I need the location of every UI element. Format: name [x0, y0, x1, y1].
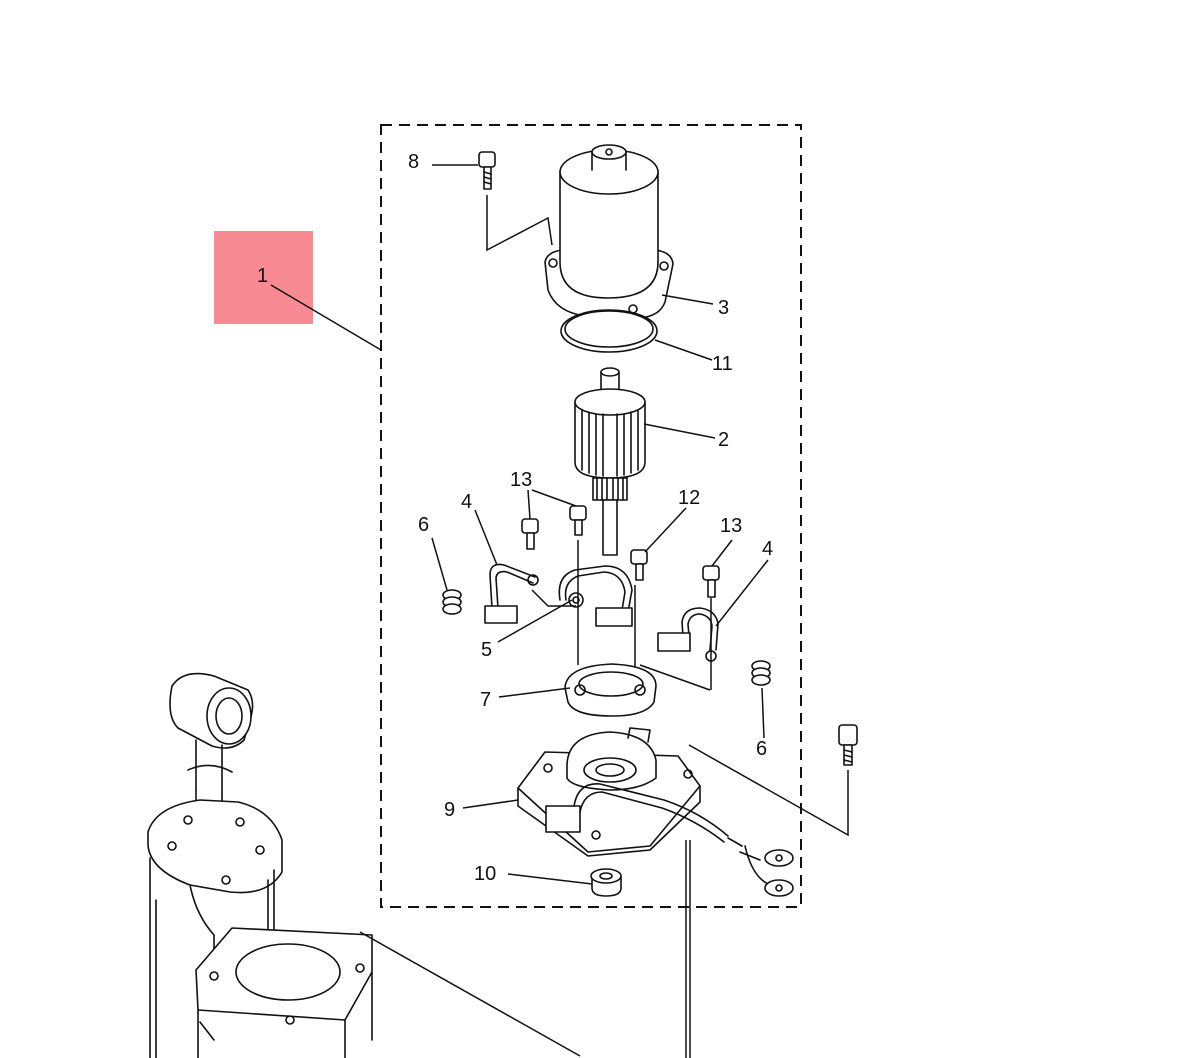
callout-6-left: 6: [418, 514, 429, 536]
screw-13-left: [521, 518, 539, 550]
spring-right: [751, 660, 771, 686]
motor-housing: [544, 144, 674, 319]
o-ring: [560, 309, 658, 353]
callout-12: 12: [678, 487, 700, 509]
callout-4-right: 4: [762, 538, 773, 560]
screw-13-center: [569, 505, 587, 536]
callout-9: 9: [444, 799, 455, 821]
brush-holder-left: [484, 563, 539, 624]
armature: [574, 367, 646, 556]
callout-1: 1: [257, 265, 268, 287]
assembly-boundary: [380, 124, 802, 908]
screw-8: [478, 151, 553, 252]
callout-6-right: 6: [756, 738, 767, 760]
screw-12: [630, 549, 648, 581]
external-bolt: [688, 724, 858, 837]
callout-2: 2: [718, 429, 729, 451]
brush-plate: [558, 565, 633, 627]
callout-7: 7: [480, 689, 491, 711]
callout-11: 11: [712, 353, 733, 375]
lower-bracket: [517, 727, 729, 857]
highlight-box: [214, 231, 313, 324]
brush-holder-right: [657, 607, 719, 662]
callout-3: 3: [718, 297, 729, 319]
wire-terminals: [727, 837, 794, 897]
tilt-cylinder: [147, 672, 283, 1058]
callout-10: 10: [474, 863, 496, 885]
callout-4-left: 4: [461, 491, 472, 513]
callout-5: 5: [481, 639, 492, 661]
washer: [590, 868, 622, 897]
brush-ring: [564, 663, 657, 717]
callout-8: 8: [408, 151, 419, 173]
callout-13-left: 13: [510, 469, 532, 491]
pump-housing: [195, 927, 373, 1058]
callout-13-right: 13: [720, 515, 742, 537]
screw-13-right: [702, 565, 720, 598]
spring-left: [442, 589, 462, 615]
